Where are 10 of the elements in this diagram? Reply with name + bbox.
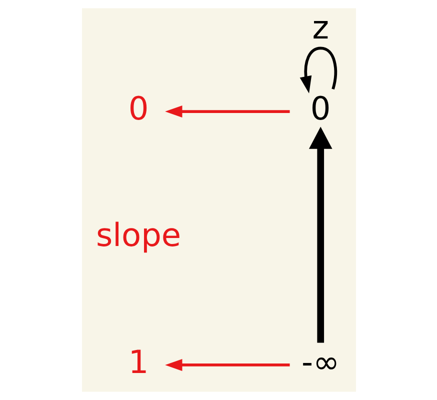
label: slope [95,216,181,254]
edge-label: z [312,8,328,46]
arrow [164,106,290,118]
node-text: 0 [128,89,148,128]
node-text: 0 [310,89,330,128]
arrow [308,126,332,343]
node-text: -∞ [301,342,340,381]
arrow [164,358,290,371]
node-text: 1 [128,342,148,381]
arrow [299,46,336,94]
